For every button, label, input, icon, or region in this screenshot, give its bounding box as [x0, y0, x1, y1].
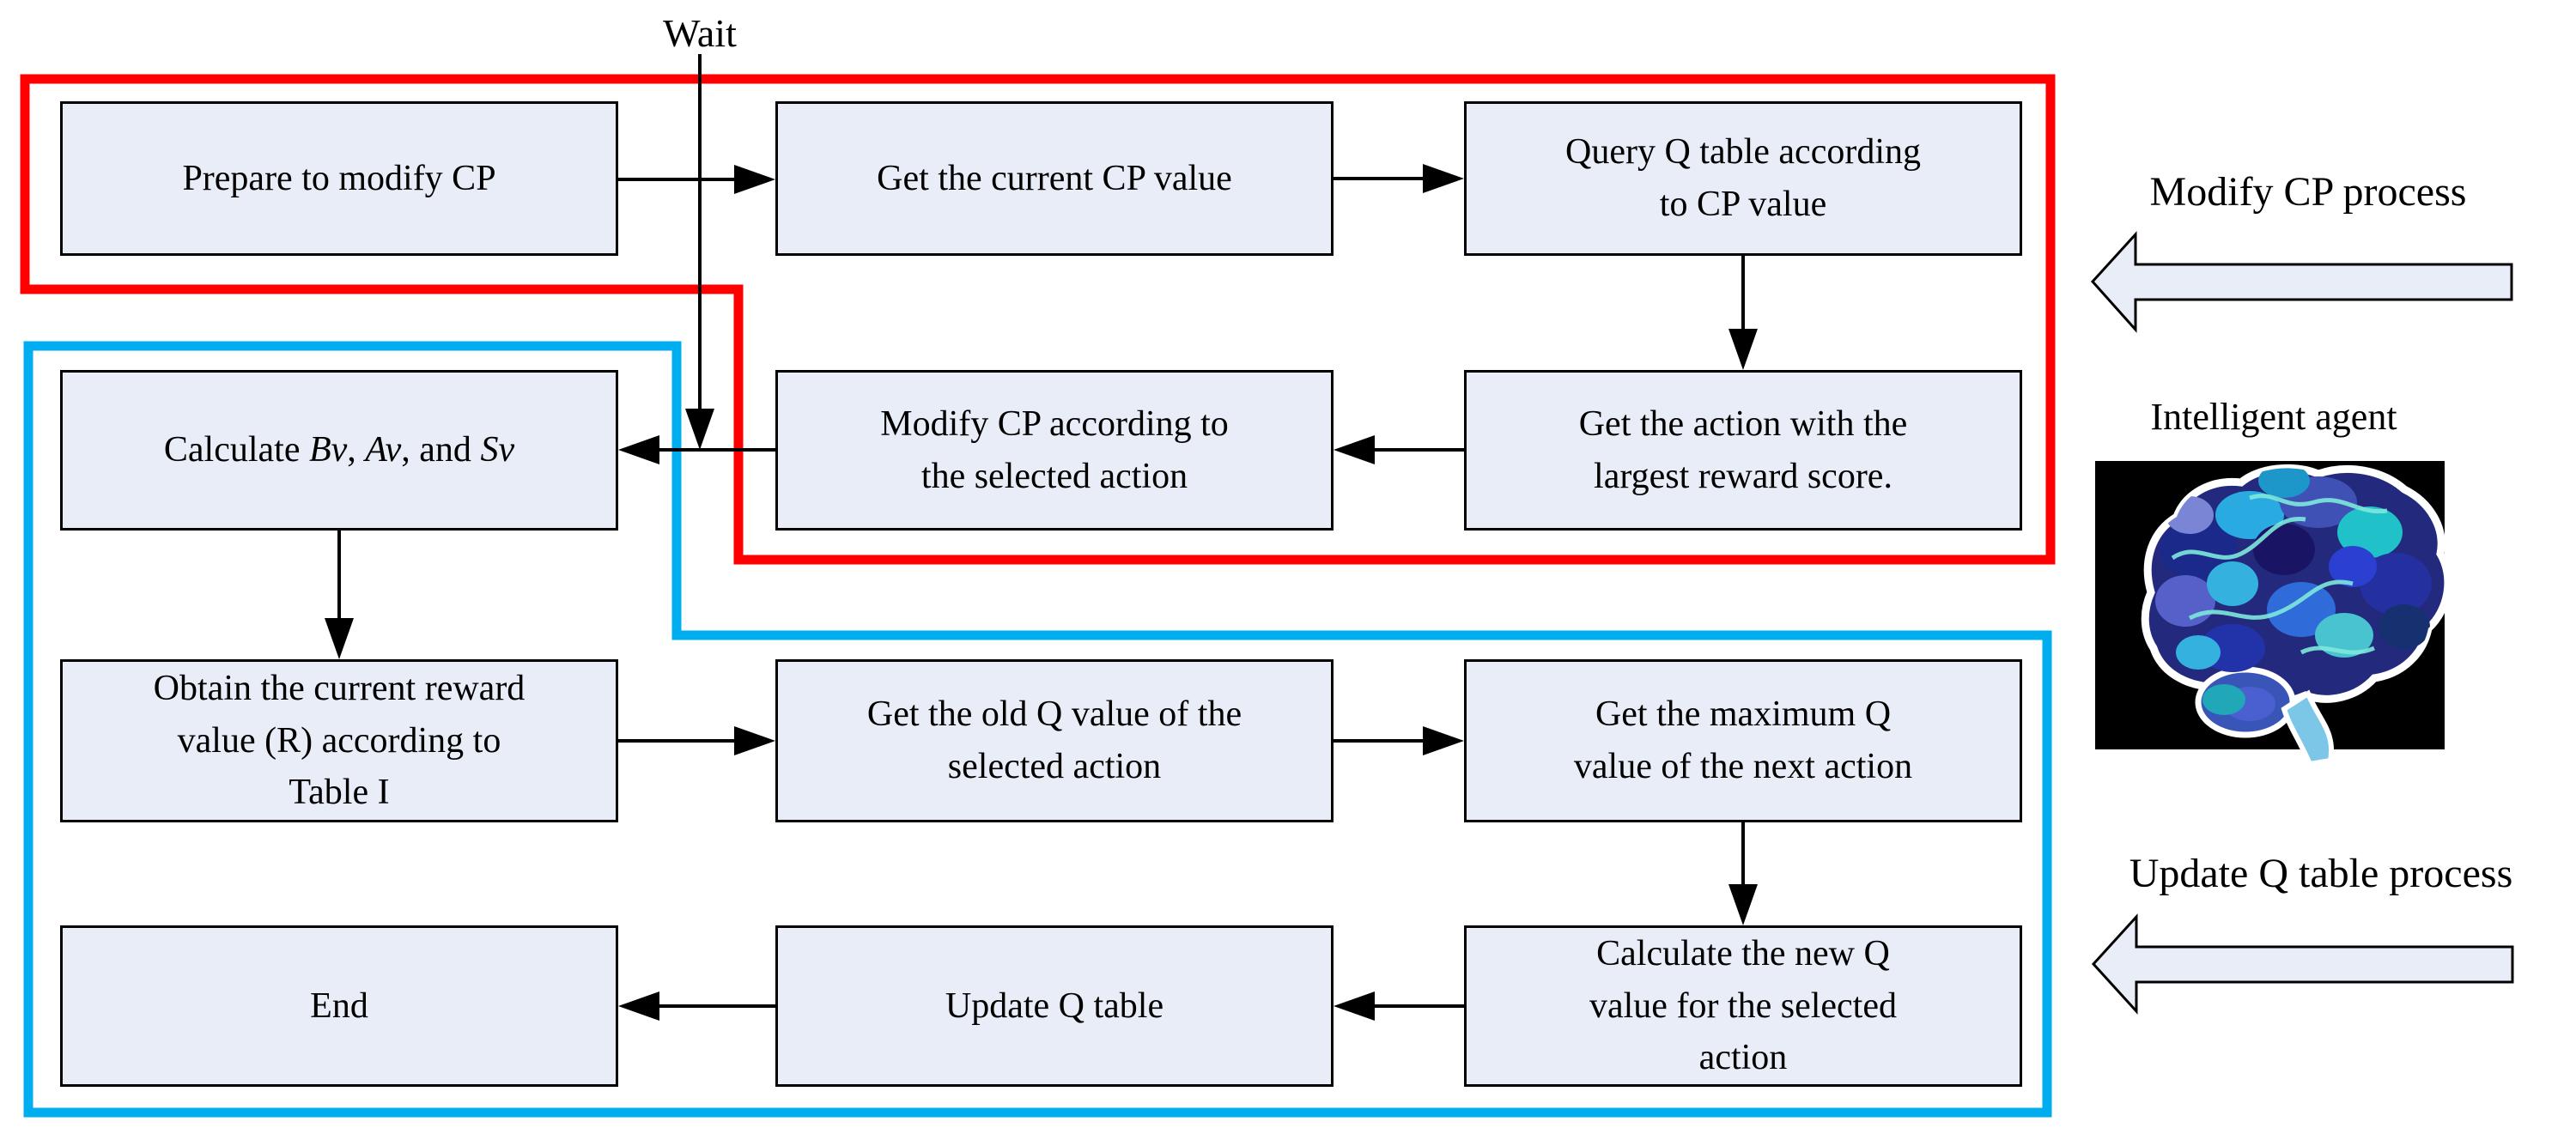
flow-box-calculate-bv-av-sv: Calculate Bv, Av, and Sv: [60, 370, 618, 531]
brain-image: [2095, 461, 2452, 767]
flow-box-prepare-to-modify-cp: Prepare to modify CP: [60, 101, 618, 256]
flow-box-get-maximum-q-value: Get the maximum Q value of the next acti…: [1464, 659, 2022, 822]
connector-arrows: [325, 54, 1758, 1021]
update-q-region-outline: [23, 341, 2052, 1118]
flow-box-end: End: [60, 925, 618, 1087]
flow-box-get-old-q-value: Get the old Q value of the selected acti…: [775, 659, 1334, 822]
left-block-arrow-icon: [2091, 913, 2514, 1015]
flow-box-calculate-new-q-value: Calculate the new Q value for the select…: [1464, 925, 2022, 1087]
modify-cp-process-label: Modify CP process: [2149, 169, 2467, 215]
flow-box-calculate-label: Calculate Bv, Av, and Sv: [163, 430, 515, 470]
flow-box-obtain-current-reward: Obtain the current reward value (R) acco…: [60, 659, 618, 822]
flow-box-modify-cp-selected-action: Modify CP according to the selected acti…: [775, 370, 1334, 531]
update-q-table-process-label: Update Q table process: [2129, 851, 2513, 896]
modify-cp-region-outline: [20, 74, 2056, 565]
flow-box-get-action-largest-reward: Get the action with the largest reward s…: [1464, 370, 2022, 531]
wait-label: Wait: [663, 11, 737, 55]
flow-box-query-q-table: Query Q table according to CP value: [1464, 101, 2022, 256]
left-block-arrow-icon: [2090, 231, 2513, 333]
intelligent-agent-label: Intelligent agent: [2150, 396, 2397, 438]
flow-box-update-q-table: Update Q table: [775, 925, 1334, 1087]
flow-box-get-current-cp-value: Get the current CP value: [775, 101, 1334, 256]
